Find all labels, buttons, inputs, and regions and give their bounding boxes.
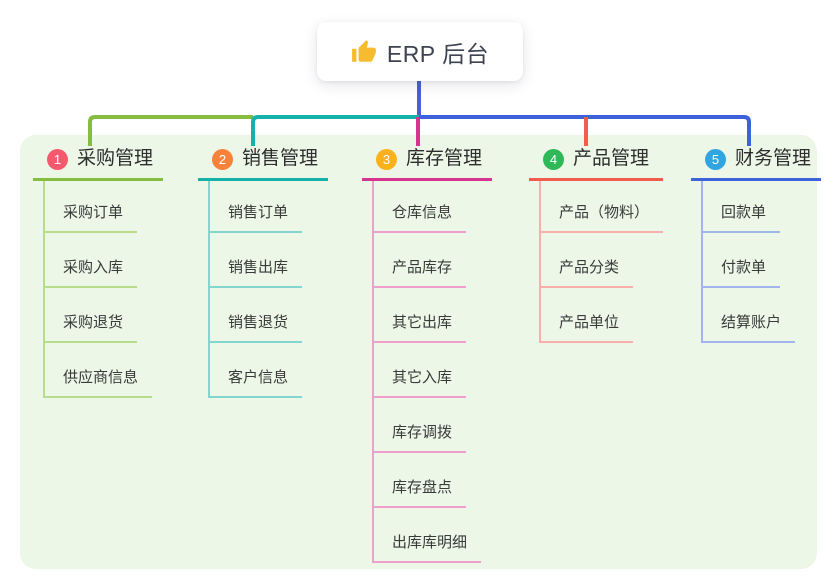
- node-item-label: 库存调拨: [392, 424, 453, 441]
- node-item[interactable]: 采购退货: [45, 288, 138, 343]
- node-item-label: 库存盘点: [392, 479, 453, 496]
- node-item-label: 付款单: [721, 259, 767, 276]
- node-item-label: 其它出库: [392, 314, 453, 331]
- branch-inventory-header[interactable]: 3 库存管理: [362, 146, 493, 181]
- node-item-label: 出库库明细: [392, 534, 468, 551]
- thumbs-up-icon: [351, 39, 376, 62]
- branch-sales-children: 销售订单 销售出库 销售退货 客户信息: [208, 181, 303, 398]
- branch-title: 库存管理: [406, 148, 483, 169]
- branch-finance-children: 回款单 付款单 结算账户: [701, 181, 796, 343]
- branch-number-badge: 3: [376, 148, 397, 170]
- node-item[interactable]: 结算账户: [703, 288, 796, 343]
- node-item[interactable]: 其它入库: [374, 343, 467, 398]
- branch-inventory-children: 仓库信息 产品库存 其它出库 其它入库 库存调拨 库存盘点 出库库明细: [372, 181, 482, 563]
- node-item-label: 产品分类: [559, 259, 620, 276]
- branch-title: 销售管理: [242, 148, 319, 169]
- branch-sales-header[interactable]: 2 销售管理: [198, 146, 329, 181]
- node-item-label: 结算账户: [721, 314, 782, 331]
- root-node[interactable]: ERP 后台: [317, 22, 523, 81]
- node-item-label: 客户信息: [228, 369, 289, 386]
- branch-product-header[interactable]: 4 产品管理: [529, 146, 664, 181]
- branch-title: 采购管理: [77, 148, 154, 169]
- node-item[interactable]: 销售退货: [210, 288, 303, 343]
- branch-sales: 2 销售管理 销售订单 销售出库 销售退货 客户信息: [198, 146, 329, 398]
- branch-number-badge: 5: [705, 148, 726, 170]
- branch-product-children: 产品（物料） 产品分类 产品单位: [539, 181, 664, 343]
- node-item[interactable]: 产品单位: [541, 288, 634, 343]
- branch-number-badge: 2: [212, 148, 233, 170]
- node-item[interactable]: 客户信息: [210, 343, 303, 398]
- branch-procurement-children: 采购订单 采购入库 采购退货 供应商信息: [43, 181, 153, 398]
- node-item[interactable]: 库存盘点: [374, 453, 467, 508]
- node-item-label: 回款单: [721, 204, 767, 221]
- node-item[interactable]: 付款单: [703, 233, 781, 288]
- node-item-label: 采购退货: [63, 314, 124, 331]
- node-item-label: 产品单位: [559, 314, 620, 331]
- node-item[interactable]: 销售订单: [210, 181, 303, 233]
- branch-title: 产品管理: [573, 148, 650, 169]
- node-item-label: 其它入库: [392, 369, 453, 386]
- node-item-label: 产品（物料）: [559, 204, 650, 221]
- node-item[interactable]: 产品库存: [374, 233, 467, 288]
- node-item[interactable]: 采购订单: [45, 181, 138, 233]
- branches-panel: [20, 135, 817, 569]
- node-item[interactable]: 销售出库: [210, 233, 303, 288]
- root-label: ERP 后台: [386, 40, 490, 67]
- branch-procurement-header[interactable]: 1 采购管理: [33, 146, 164, 181]
- node-item[interactable]: 仓库信息: [374, 181, 467, 233]
- branch-procurement: 1 采购管理 采购订单 采购入库 采购退货 供应商信息: [33, 146, 164, 398]
- node-item[interactable]: 库存调拨: [374, 398, 467, 453]
- node-item-label: 仓库信息: [392, 204, 453, 221]
- branch-finance-header[interactable]: 5 财务管理: [691, 146, 822, 181]
- node-item[interactable]: 其它出库: [374, 288, 467, 343]
- node-item[interactable]: 出库库明细: [374, 508, 482, 563]
- branch-inventory: 3 库存管理 仓库信息 产品库存 其它出库 其它入库 库存调拨 库存盘点 出库库…: [362, 146, 493, 563]
- node-item[interactable]: 产品（物料）: [541, 181, 664, 233]
- node-item-label: 销售出库: [228, 259, 289, 276]
- node-item[interactable]: 供应商信息: [45, 343, 153, 398]
- node-item[interactable]: 回款单: [703, 181, 781, 233]
- node-item[interactable]: 产品分类: [541, 233, 634, 288]
- branch-finance: 5 财务管理 回款单 付款单 结算账户: [691, 146, 822, 343]
- node-item-label: 销售退货: [228, 314, 289, 331]
- node-item-label: 供应商信息: [63, 369, 139, 386]
- branch-product: 4 产品管理 产品（物料） 产品分类 产品单位: [529, 146, 664, 343]
- branch-number-badge: 1: [47, 148, 68, 170]
- branch-number-badge: 4: [543, 148, 564, 170]
- branch-title: 财务管理: [735, 148, 812, 169]
- node-item-label: 产品库存: [392, 259, 453, 276]
- node-item-label: 销售订单: [228, 204, 289, 221]
- node-item-label: 采购入库: [63, 259, 124, 276]
- node-item-label: 采购订单: [63, 204, 124, 221]
- node-item[interactable]: 采购入库: [45, 233, 138, 288]
